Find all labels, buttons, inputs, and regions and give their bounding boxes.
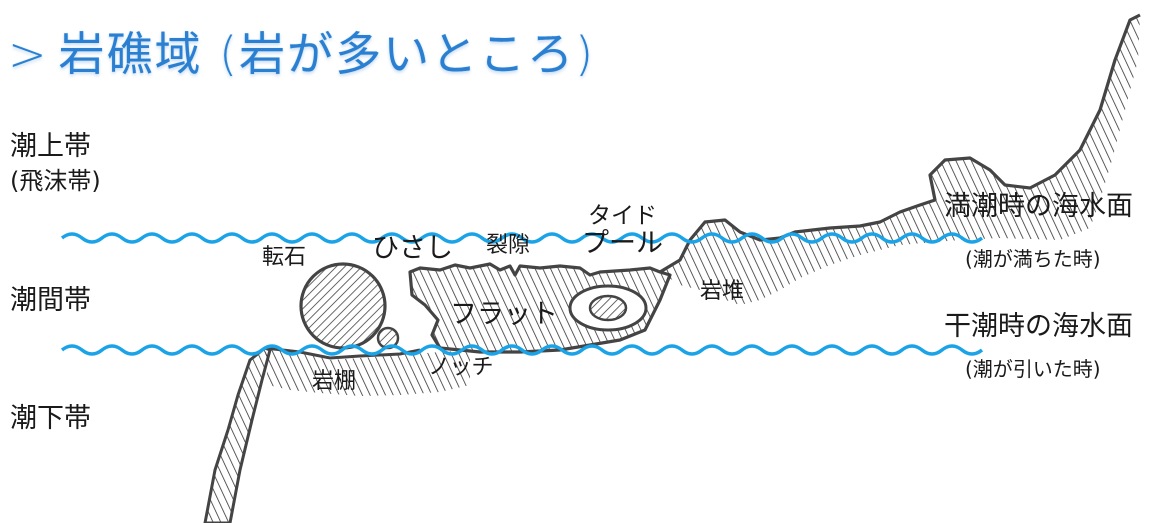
low-tide-sub: (潮が引いた時) [965, 357, 1101, 381]
low-tide-wave [60, 344, 984, 356]
label-rock-shelf: 岩棚 [312, 369, 357, 394]
label-notch: ノッチ [428, 355, 494, 380]
label-tidepool-line2: プール [582, 228, 663, 260]
label-flat: フラット [450, 299, 558, 330]
chevron-right-icon: > [8, 27, 49, 81]
zone-supratidal: 潮上帯 (飛沫帯) [10, 130, 101, 198]
rock-shelf [265, 348, 470, 396]
left-cliff [203, 346, 272, 523]
label-tidepool-line1: タイド [588, 203, 657, 229]
rock-mound [660, 15, 1140, 305]
zone-intertidal: 潮間帯 [10, 285, 91, 316]
high-tide-sub: (潮が満ちた時) [965, 247, 1101, 271]
page-title: >岩礁域 (岩が多いところ) [8, 18, 595, 84]
label-crevice: 裂隙 [486, 233, 531, 258]
high-tide-label: 満潮時の海水面 [944, 191, 1133, 222]
high-tide-wave [60, 232, 984, 244]
zone-supratidal-sub: (飛沫帯) [10, 167, 101, 195]
label-overhang: ひさし [372, 233, 453, 264]
zone-supratidal-label: 潮上帯 [10, 131, 91, 162]
low-tide-label: 干潮時の海水面 [944, 311, 1133, 342]
title-text: 岩礁域 (岩が多いところ) [58, 27, 596, 81]
boulder [299, 262, 387, 350]
label-tidepool: タイド プール [582, 203, 663, 260]
label-boulder: 転石 [262, 245, 307, 270]
zone-subtidal: 潮下帯 [10, 403, 91, 434]
label-rock-mound: 岩堆 [700, 279, 745, 304]
